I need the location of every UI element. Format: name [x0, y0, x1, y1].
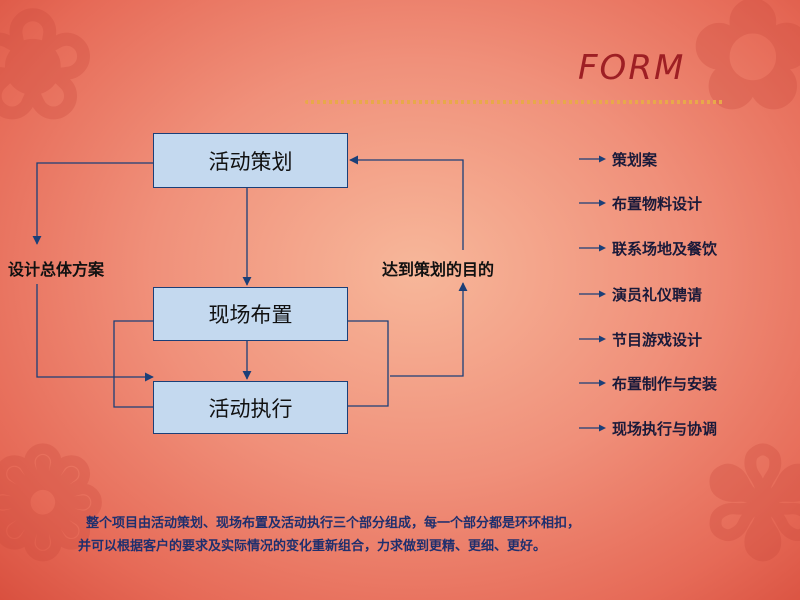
flow-box-execution: 活动执行 [153, 381, 348, 434]
list-item-label: 节目游戏设计 [612, 330, 703, 349]
list-item-label: 联系场地及餐饮 [612, 239, 718, 258]
list-item-label: 策划案 [612, 150, 658, 169]
connector-execution-to-right [390, 282, 468, 377]
list-item-label: 现场执行与协调 [612, 419, 718, 438]
arrow-right-icon [579, 424, 606, 432]
list-item: 节目游戏设计 [578, 328, 778, 350]
list-item: 策划案 [578, 148, 778, 170]
list-item: 布置制作与安装 [578, 372, 778, 394]
connector-layout-right-bracket [348, 320, 389, 407]
connector-left-to-execution [36, 284, 154, 382]
flow-label-design-plan: 设计总体方案 [8, 260, 105, 279]
connector-layout-left-bracket [113, 320, 153, 408]
flow-box-planning: 活动策划 [153, 133, 348, 188]
arrow-right-icon [579, 199, 606, 207]
summary-paragraph: 整个项目由活动策划、现场布置及活动执行三个部分组成，每一个部分都是环环相扣， 并… [78, 512, 768, 558]
list-item-label: 演员礼仪聘请 [612, 285, 703, 304]
summary-line: 整个项目由活动策划、现场布置及活动执行三个部分组成，每一个部分都是环环相扣， [86, 516, 581, 531]
list-item: 联系场地及餐饮 [578, 237, 778, 259]
connector-planning-to-left [32, 162, 153, 245]
arrow-right-icon [579, 155, 606, 163]
flow-box-layout: 现场布置 [153, 287, 348, 341]
arrow-right-icon [579, 335, 606, 343]
summary-line: 并可以根据客户的要求及实际情况的变化重新组合，力求做到更精、更细、更好。 [78, 539, 547, 554]
list-item: 布置物料设计 [578, 192, 778, 214]
list-item: 演员礼仪聘请 [578, 283, 778, 305]
arrow-right-icon [579, 244, 606, 252]
flow-label-goal: 达到策划的目的 [382, 260, 495, 279]
title-decorative-rule [305, 100, 725, 104]
list-item-label: 布置物料设计 [612, 194, 703, 213]
list-item: 现场执行与协调 [578, 417, 778, 439]
arrow-right-icon [579, 290, 606, 298]
connector-right-to-planning [349, 155, 464, 250]
list-item-label: 布置制作与安装 [612, 374, 718, 393]
arrow-right-icon [579, 379, 606, 387]
slide-title: FORM [578, 48, 686, 88]
